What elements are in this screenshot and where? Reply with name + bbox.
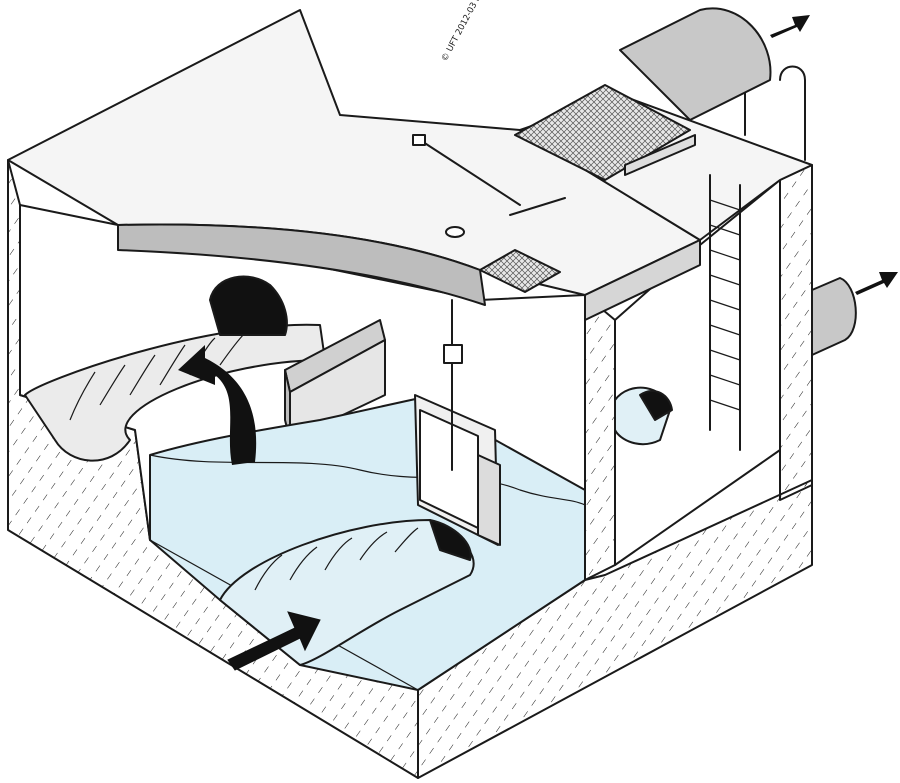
right-outer-wall (779, 164, 813, 501)
roof-bracket (624, 134, 696, 176)
outflow-arrow-upper (770, 15, 810, 38)
inspection-grate-large (514, 84, 691, 181)
overflow-channel (24, 323, 326, 462)
overflow-arrow (178, 345, 257, 465)
outlet-pipe-lower (811, 277, 857, 356)
spindle-bracket (443, 344, 463, 364)
roof-slab-cut-edge (117, 223, 486, 306)
inflow-pipe-ribs (254, 527, 419, 591)
roof-right-edge (584, 239, 701, 321)
operating-rod (419, 139, 566, 216)
sluice-gate-plate (419, 409, 479, 529)
outflow-arrow-lower (855, 272, 898, 295)
outlet-pipe-upper (619, 7, 772, 121)
manhole-cover (445, 226, 465, 238)
rod-mount (412, 134, 426, 146)
weir-baffle (289, 339, 386, 441)
overflow-outlet-opening (209, 275, 288, 336)
side-chamber-pipe-opening (639, 390, 673, 421)
copyright-label: © UFT 2012-03 Koch/Bre (440, 0, 499, 63)
inspection-grate-small (479, 249, 561, 293)
inflow-pipe-opening (429, 519, 472, 561)
sluice-gate-guide-rail (477, 454, 501, 546)
right-chamber-wall (584, 294, 616, 581)
inflow-arrow (227, 611, 321, 671)
channel-ribs (69, 332, 246, 421)
